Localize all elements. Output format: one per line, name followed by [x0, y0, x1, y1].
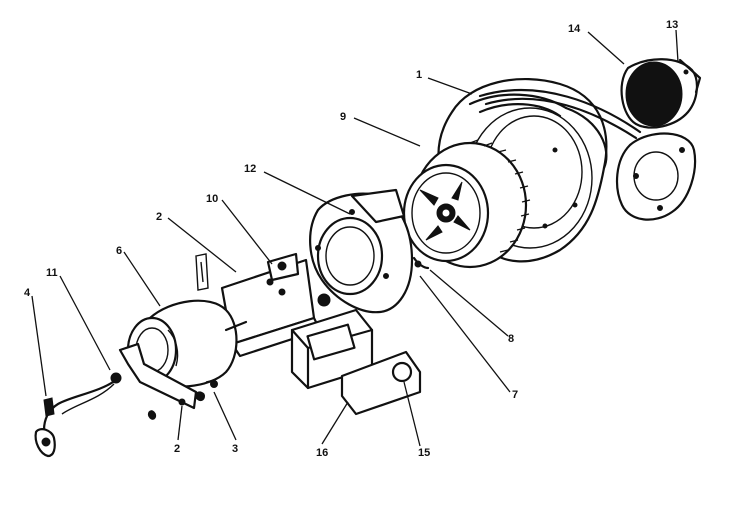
- callout-10: 10: [206, 193, 218, 205]
- callout-11: 11: [46, 267, 58, 279]
- leader-6: [123, 251, 161, 307]
- leader-14: [587, 31, 625, 65]
- leader-2b: [177, 405, 183, 441]
- housing-mount-plate: [616, 132, 697, 221]
- motor-end-cover: [620, 58, 702, 129]
- leader-11: [59, 275, 111, 371]
- callout-labels: 1 9 14 13 12 10 2 6 11 4 8 7 16 15 2 3: [24, 19, 678, 459]
- callout-7: 7: [512, 389, 518, 401]
- callout-2b: 2: [174, 443, 180, 455]
- inlet-plate: [309, 188, 414, 314]
- callout-16: 16: [316, 447, 328, 459]
- leader-7: [419, 275, 511, 393]
- callout-4: 4: [24, 287, 31, 299]
- motor-mount-foot: [118, 342, 218, 420]
- cover-plate: [340, 350, 422, 416]
- leader-15: [403, 381, 421, 447]
- leader-12: [263, 171, 351, 215]
- callout-14: 14: [568, 23, 581, 35]
- leader-16: [321, 401, 349, 445]
- leader-1: [427, 77, 473, 95]
- callout-13: 13: [666, 19, 678, 31]
- leader-13: [675, 29, 679, 63]
- callout-1: 1: [416, 69, 422, 81]
- blower-wheel: [402, 139, 531, 269]
- power-cord: [34, 372, 122, 458]
- leader-9: [353, 117, 421, 147]
- leader-8: [429, 269, 509, 337]
- callout-8: 8: [508, 333, 514, 345]
- callout-3: 3: [232, 443, 238, 455]
- leader-4: [31, 295, 47, 397]
- callout-2a: 2: [156, 211, 162, 223]
- callout-6: 6: [116, 245, 122, 257]
- leader-2a: [167, 217, 237, 273]
- leader-lines: [31, 29, 679, 447]
- control-box: [290, 293, 374, 390]
- leader-3: [213, 391, 237, 441]
- wiring-clip: [412, 256, 430, 270]
- leader-10: [221, 199, 273, 265]
- drive-belt: [478, 88, 642, 140]
- callout-15: 15: [418, 447, 430, 459]
- callout-9: 9: [340, 111, 346, 123]
- callout-12: 12: [244, 163, 256, 175]
